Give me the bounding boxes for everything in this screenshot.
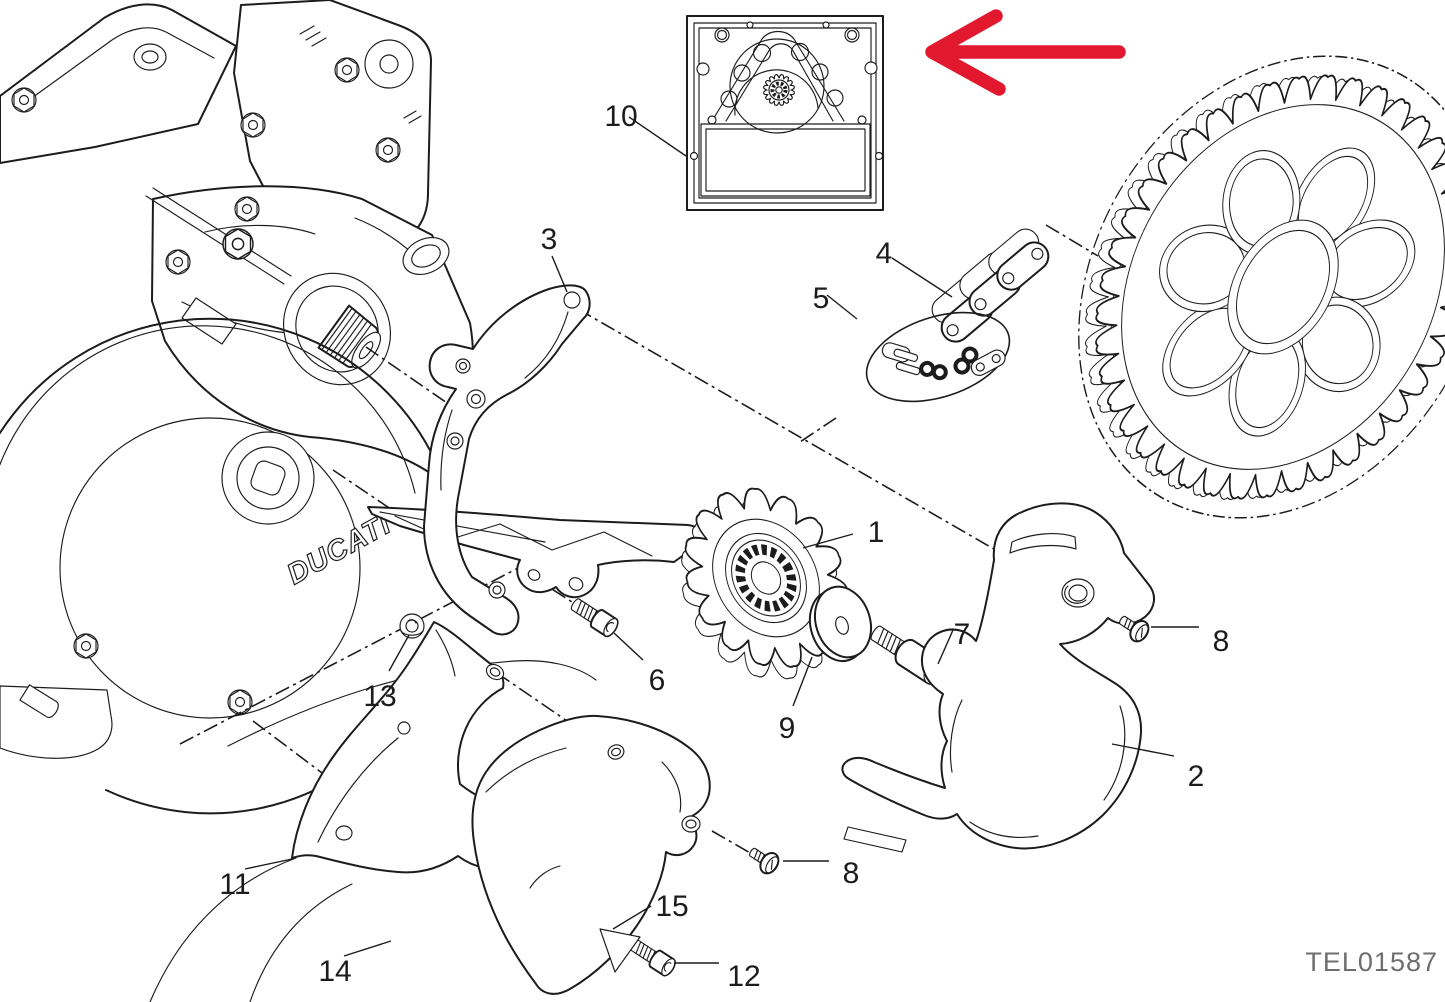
part-chain (931, 228, 1050, 343)
callout-13: 13 (363, 680, 396, 713)
callout-8-right: 8 (1213, 625, 1230, 658)
hex-bolt-icon (375, 137, 401, 163)
hex-bolt-icon (11, 87, 37, 113)
ducati-logo-text: DUCATI (282, 508, 397, 591)
hex-bolt-icon (73, 633, 99, 659)
callout-3: 3 (541, 223, 558, 256)
part-sprocket-cover (841, 502, 1155, 853)
callout-5: 5 (813, 282, 830, 315)
callout-9: 9 (779, 712, 796, 745)
callout-leaders (244, 116, 1199, 964)
callout-7: 7 (954, 618, 971, 651)
callout-2: 2 (1188, 760, 1205, 793)
hex-bolt-icon (240, 112, 266, 138)
part-bolt-6 (566, 593, 622, 640)
drawing-code: TEL01587 (1305, 947, 1438, 977)
output-shaft (282, 272, 392, 386)
part-front-sprocket (681, 487, 849, 680)
callout-6: 6 (649, 664, 666, 697)
callout-8-lower: 8 (843, 857, 860, 890)
inset-panel (686, 15, 884, 211)
callout-11: 11 (219, 868, 250, 901)
hex-bolt-icon (222, 228, 254, 260)
callout-10: 10 (604, 100, 637, 133)
part-chain-guide-plate (423, 284, 591, 636)
hex-bolt-icon (165, 249, 191, 275)
engine-assembly: DUCATI (0, 0, 597, 1002)
part-rear-sprocket (1078, 55, 1445, 519)
part-heat-guard-upper (291, 621, 527, 874)
callout-14: 14 (318, 955, 351, 988)
callout-labels: 1 2 3 4 5 6 7 8 8 9 10 11 12 13 14 15 (219, 100, 1229, 993)
hex-bolt-icon (227, 689, 253, 715)
hex-bolt-icon (334, 57, 360, 83)
hex-bolt-icon (234, 196, 260, 222)
callout-4: 4 (876, 237, 893, 270)
callout-1: 1 (868, 516, 885, 549)
part-washer (808, 585, 872, 662)
part-screw-8-lower (743, 840, 784, 878)
callout-12: 12 (727, 960, 760, 993)
part-heat-guard-lower (471, 714, 711, 995)
red-arrow (925, 9, 1126, 96)
part-chain-slider (367, 506, 704, 599)
part-nut-13 (399, 613, 425, 639)
part-master-link-kit (865, 311, 1011, 403)
callout-15: 15 (655, 890, 688, 923)
